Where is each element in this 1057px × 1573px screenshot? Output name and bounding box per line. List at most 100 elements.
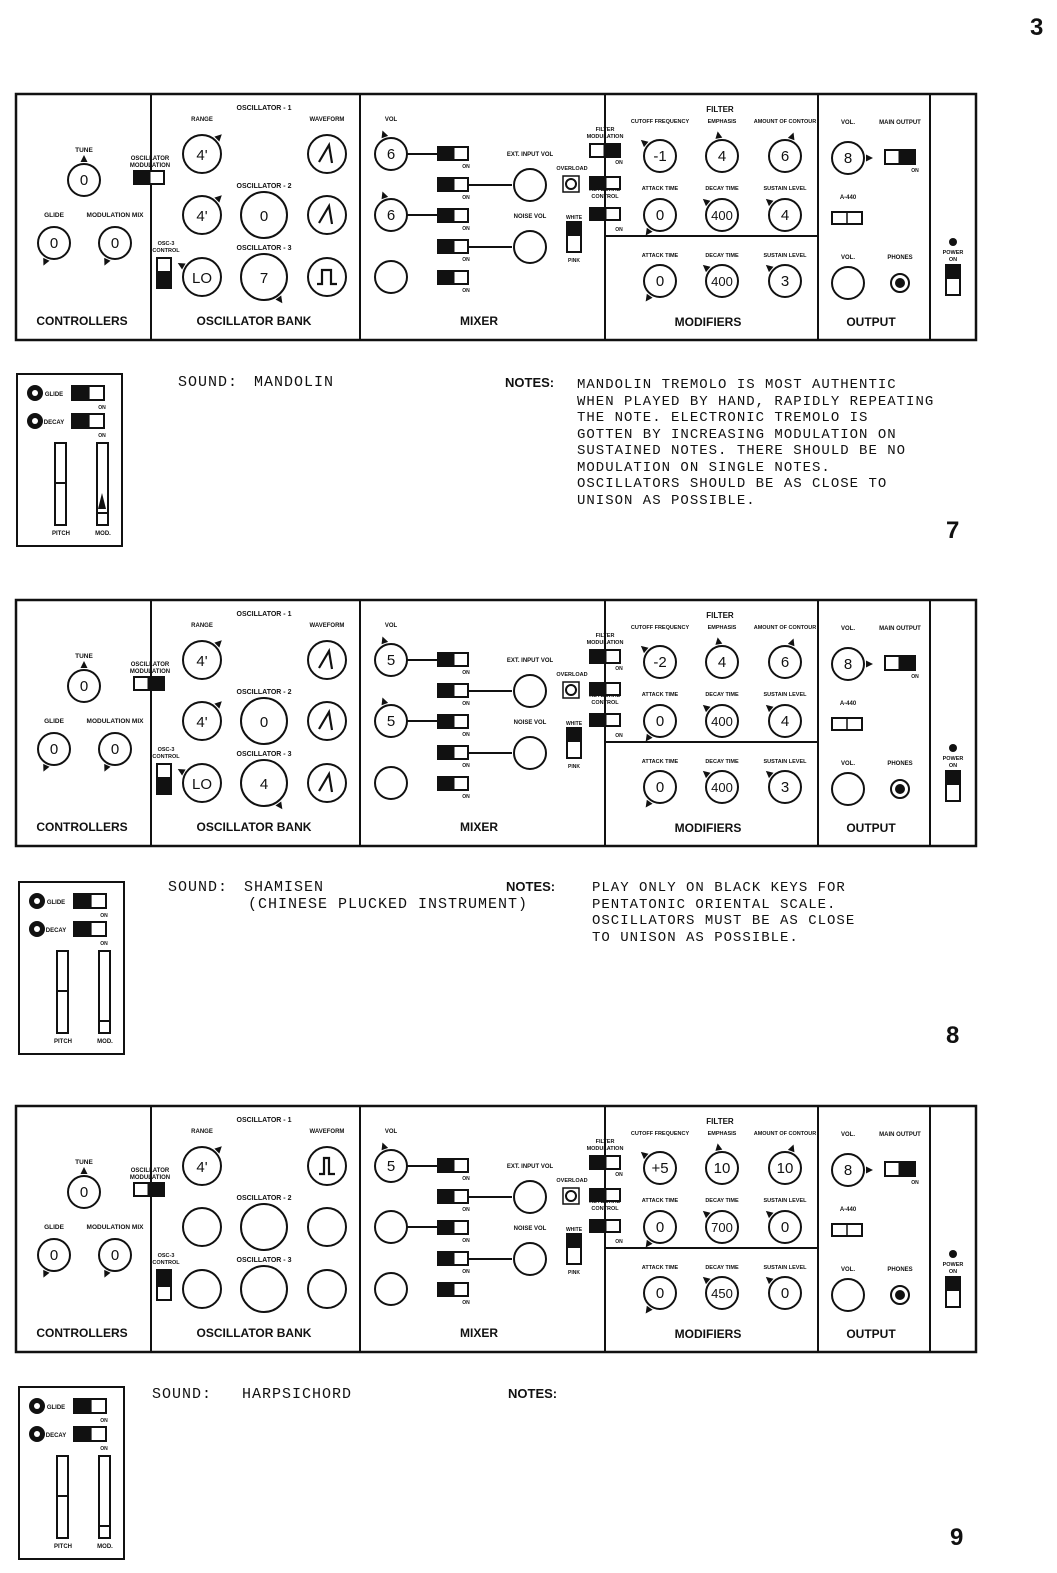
contour-knob[interactable]: 6	[768, 132, 802, 173]
osc3-control-switch[interactable]	[156, 257, 172, 289]
decay-switch[interactable]	[27, 413, 43, 429]
filter-mod-switch[interactable]	[589, 143, 621, 158]
pitch-wheel[interactable]	[54, 442, 67, 526]
mixer-switch-3[interactable]	[437, 714, 469, 729]
power-switch[interactable]	[945, 264, 961, 296]
cutoff-knob[interactable]: +5	[640, 1151, 677, 1185]
noise-vol-knob[interactable]	[513, 230, 547, 264]
mixer-switch-3[interactable]	[437, 208, 469, 223]
kb-control-switch-1[interactable]	[589, 1188, 621, 1202]
glide-rocker[interactable]	[71, 385, 105, 401]
f-decay-knob[interactable]: 400	[702, 704, 739, 738]
contour-knob[interactable]: 6	[768, 638, 802, 679]
tune-knob[interactable]: 0	[67, 661, 101, 703]
osc2-waveform-knob[interactable]	[307, 195, 347, 235]
mixer-vol-knob-3[interactable]	[374, 766, 408, 800]
decay-rocker[interactable]	[73, 921, 107, 937]
glide-switch[interactable]	[27, 385, 43, 401]
a440-switch[interactable]	[831, 211, 863, 225]
f-sustain-knob[interactable]: 4	[765, 198, 802, 232]
kb-control-switch-2[interactable]	[589, 207, 621, 221]
tune-knob[interactable]: 0	[67, 155, 101, 197]
glide-knob[interactable]: 0	[37, 1238, 71, 1278]
osc3-freq-knob[interactable]: 7	[240, 253, 288, 304]
mixer-switch-4[interactable]	[437, 1251, 469, 1266]
glide-switch[interactable]	[29, 1398, 45, 1414]
osc3-range-knob[interactable]: LO	[177, 763, 222, 803]
mod-wheel[interactable]	[98, 950, 111, 1034]
main-vol-knob[interactable]: 8	[831, 1153, 873, 1187]
cutoff-knob[interactable]: -1	[640, 139, 677, 173]
contour-knob[interactable]: 10	[768, 1144, 802, 1185]
emphasis-knob[interactable]: 4	[705, 637, 739, 679]
l-sustain-knob[interactable]: 3	[765, 264, 802, 298]
osc3-range-knob[interactable]: LO	[177, 257, 222, 297]
osc2-freq-knob[interactable]: 0	[240, 191, 288, 239]
mixer-vol-knob-2[interactable]: 6	[374, 191, 408, 232]
osc2-freq-knob[interactable]: 0	[240, 697, 288, 745]
pitch-wheel[interactable]	[56, 1455, 69, 1539]
l-attack-knob[interactable]: 0	[643, 1276, 677, 1314]
mixer-switch-1[interactable]	[437, 1158, 469, 1173]
decay-rocker[interactable]	[73, 1426, 107, 1442]
tune-knob[interactable]: 0	[67, 1167, 101, 1209]
main-output-switch[interactable]	[884, 1161, 916, 1177]
glide-knob[interactable]: 0	[37, 732, 71, 772]
mixer-switch-5[interactable]	[437, 270, 469, 285]
f-attack-knob[interactable]: 0	[643, 704, 677, 742]
main-output-switch[interactable]	[884, 655, 916, 671]
main-vol-knob[interactable]: 8	[831, 647, 873, 681]
glide-rocker[interactable]	[73, 1398, 107, 1414]
phones-jack[interactable]	[890, 779, 910, 799]
f-attack-knob[interactable]: 0	[643, 198, 677, 236]
osc1-waveform-knob[interactable]	[307, 1146, 347, 1186]
noise-vol-knob[interactable]	[513, 736, 547, 770]
osc1-waveform-knob[interactable]	[307, 134, 347, 174]
osc3-freq-knob[interactable]	[240, 1265, 288, 1313]
f-sustain-knob[interactable]: 4	[765, 704, 802, 738]
osc1-range-knob[interactable]: 4'	[182, 640, 222, 680]
f-decay-knob[interactable]: 700	[702, 1210, 739, 1244]
osc1-waveform-knob[interactable]	[307, 640, 347, 680]
mixer-switch-2[interactable]	[437, 177, 469, 192]
ext-input-knob[interactable]	[513, 1180, 547, 1214]
noise-vol-knob[interactable]	[513, 1242, 547, 1276]
osc2-waveform-knob[interactable]	[307, 1207, 347, 1247]
l-sustain-knob[interactable]: 3	[765, 770, 802, 804]
l-decay-knob[interactable]: 450	[702, 1276, 739, 1310]
emphasis-knob[interactable]: 4	[705, 131, 739, 173]
noise-type-switch[interactable]	[566, 221, 582, 253]
l-attack-knob[interactable]: 0	[643, 264, 677, 302]
l-sustain-knob[interactable]: 0	[765, 1276, 802, 1310]
mixer-switch-4[interactable]	[437, 239, 469, 254]
phones-jack[interactable]	[890, 273, 910, 293]
mixer-vol-knob-1[interactable]: 5	[374, 1142, 408, 1183]
osc3-control-switch[interactable]	[156, 763, 172, 795]
osc-mod-switch[interactable]	[133, 1182, 165, 1197]
mixer-switch-3[interactable]	[437, 1220, 469, 1235]
osc-mod-switch[interactable]	[133, 676, 165, 691]
mod-mix-knob[interactable]: 0	[98, 732, 132, 772]
osc3-freq-knob[interactable]: 4	[240, 759, 288, 810]
kb-control-switch-1[interactable]	[589, 176, 621, 190]
mixer-vol-knob-3[interactable]	[374, 260, 408, 294]
osc1-range-knob[interactable]: 4'	[182, 1146, 222, 1186]
ext-input-knob[interactable]	[513, 168, 547, 202]
mixer-switch-2[interactable]	[437, 683, 469, 698]
mixer-switch-5[interactable]	[437, 776, 469, 791]
phones-jack[interactable]	[890, 1285, 910, 1305]
filter-mod-switch[interactable]	[589, 1155, 621, 1170]
l-attack-knob[interactable]: 0	[643, 770, 677, 808]
noise-type-switch[interactable]	[566, 1233, 582, 1265]
osc-mod-switch[interactable]	[133, 170, 165, 185]
osc3-waveform-knob[interactable]	[307, 257, 347, 297]
mixer-vol-knob-3[interactable]	[374, 1272, 408, 1306]
l-decay-knob[interactable]: 400	[702, 264, 739, 298]
mixer-switch-1[interactable]	[437, 146, 469, 161]
phones-vol-knob[interactable]	[831, 1278, 865, 1312]
osc3-waveform-knob[interactable]	[307, 1269, 347, 1309]
cutoff-knob[interactable]: -2	[640, 645, 677, 679]
mixer-switch-1[interactable]	[437, 652, 469, 667]
mod-wheel[interactable]	[96, 442, 109, 526]
mod-mix-knob[interactable]: 0	[98, 226, 132, 266]
